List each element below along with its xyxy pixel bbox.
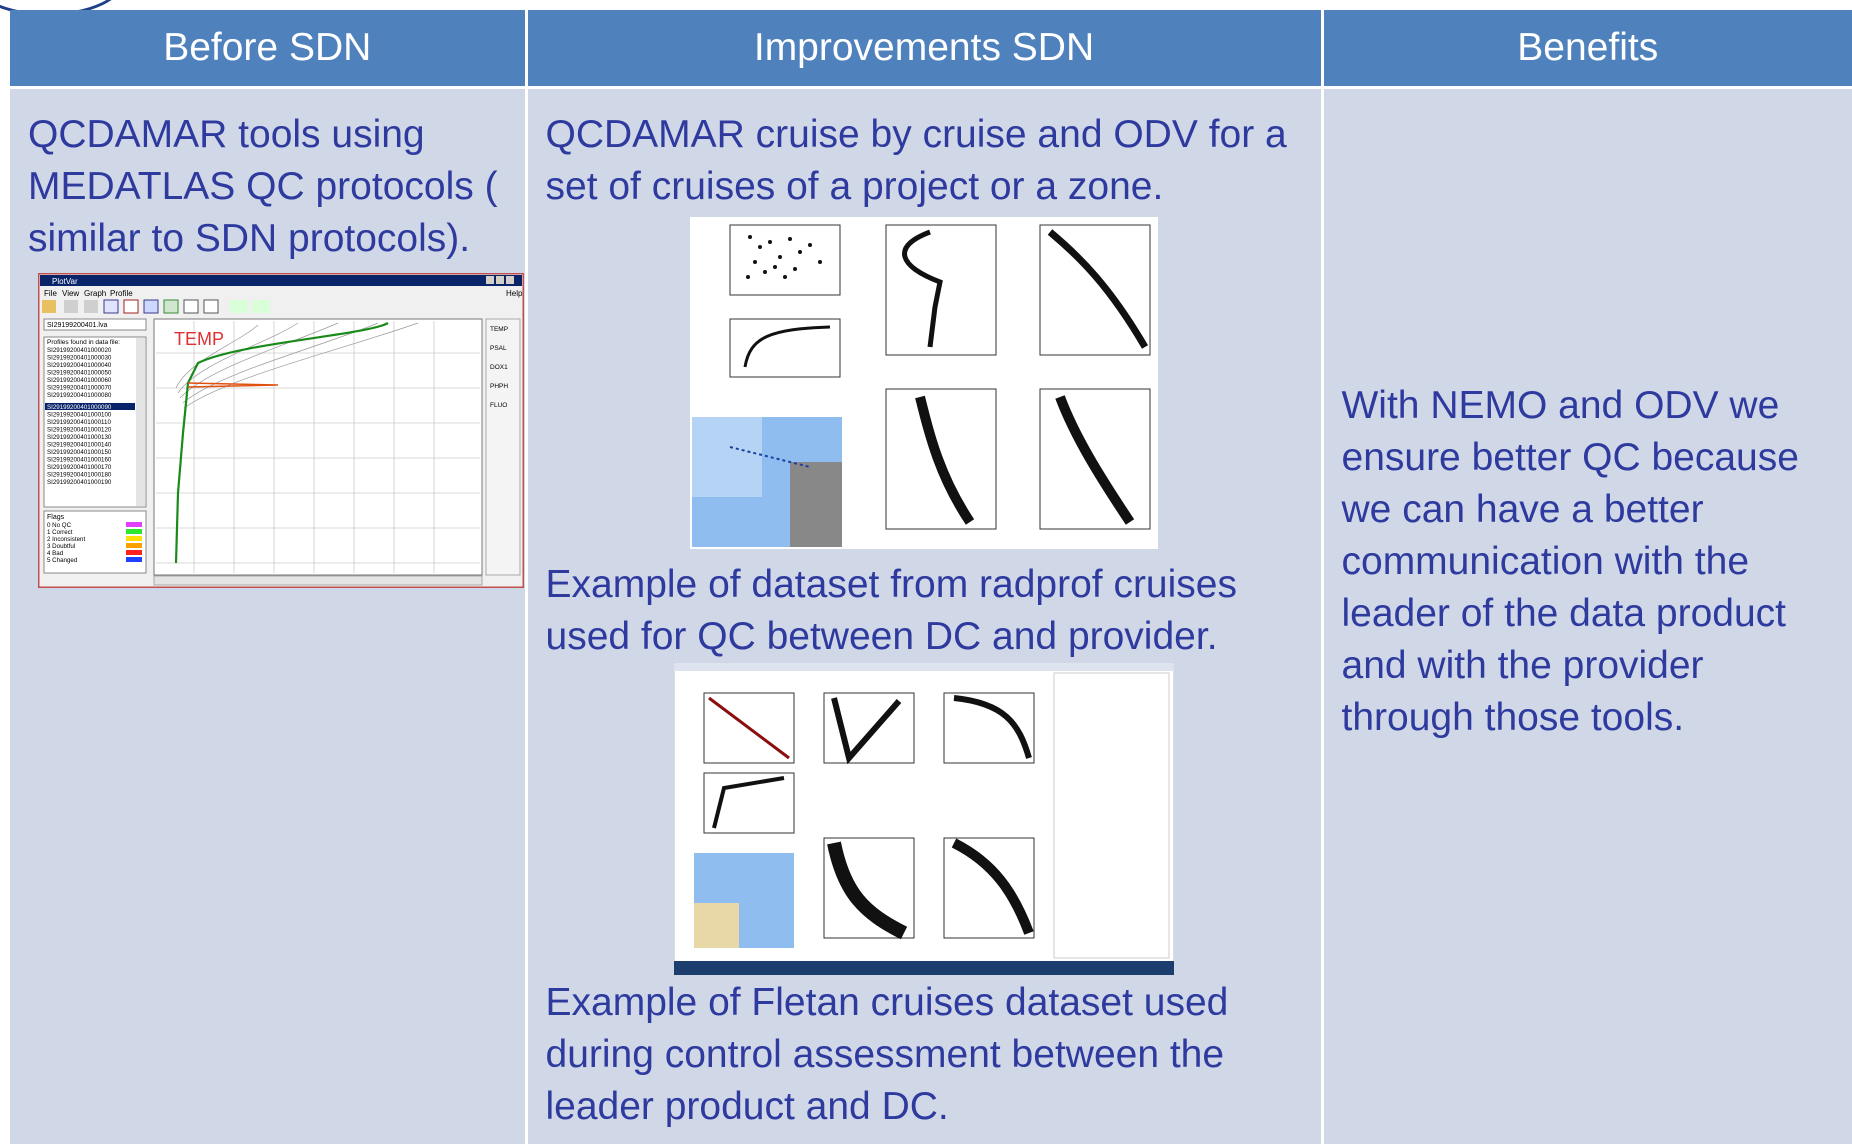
benefits-cell: With NEMO and ODV we ensure better QC be…	[1322, 87, 1852, 1144]
header-row: Before SDN Improvements SDN Benefits	[10, 10, 1852, 89]
improvements-text-1: QCDAMAR cruise by cruise and ODV for a s…	[545, 113, 1287, 208]
list-item[interactable]: SI29199200401000110	[47, 419, 111, 426]
add-icon[interactable]	[230, 300, 248, 313]
tool-icon[interactable]	[84, 300, 98, 313]
header-benefits: Benefits	[1322, 10, 1852, 89]
tool-icon[interactable]	[143, 299, 159, 314]
list-item[interactable]: SI29199200401000090	[47, 404, 112, 411]
minimize-button[interactable]	[486, 276, 494, 284]
maximize-button[interactable]	[496, 276, 504, 284]
param-fluo[interactable]: FLUO	[490, 402, 507, 409]
list-item[interactable]: SI29199200401000060	[47, 377, 112, 384]
list-item[interactable]: SI29199200401000030	[47, 355, 112, 362]
menu-profile[interactable]: Profile	[110, 289, 133, 298]
menu-graph[interactable]: Graph	[84, 289, 106, 298]
chart-icon[interactable]	[123, 299, 139, 314]
plot-label: TEMP	[174, 329, 224, 349]
list-item[interactable]: SI29199200401000140	[47, 442, 112, 449]
list-item[interactable]: SI29199200401000040	[47, 362, 112, 369]
improvements-sdn-cell: QCDAMAR cruise by cruise and ODV for a s…	[526, 87, 1324, 1144]
plot-scrollbar[interactable]	[153, 575, 483, 586]
tool-icon[interactable]	[203, 299, 219, 314]
header-improvements-sdn: Improvements SDN	[526, 10, 1324, 89]
remove-icon[interactable]	[252, 300, 270, 313]
selected-profile-highlight	[45, 403, 135, 410]
before-sdn-text: QCDAMAR tools using MEDATLAS QC protocol…	[28, 113, 498, 260]
profile-plot[interactable]	[153, 318, 483, 576]
flags-panel	[43, 510, 147, 574]
flags-label: Flags	[47, 514, 65, 521]
flag-swatch	[126, 550, 142, 555]
flag-swatch	[126, 529, 142, 534]
list-item[interactable]: SI29199200401000180	[47, 472, 112, 479]
file-name: SI29199200401.lva	[47, 322, 107, 329]
list-item[interactable]: SI29199200401000070	[47, 385, 112, 392]
before-sdn-cell: QCDAMAR tools using MEDATLAS QC protocol…	[10, 87, 528, 1144]
flag-label: 3 Doubtful	[47, 543, 75, 550]
list-item[interactable]: SI29199200401000120	[47, 427, 112, 434]
list-item[interactable]: SI29199200401000100	[47, 412, 112, 419]
header-before-sdn: Before SDN	[10, 10, 528, 89]
close-button[interactable]	[506, 276, 514, 284]
list-item[interactable]: SI29199200401000150	[47, 449, 112, 456]
profile-list[interactable]	[43, 336, 147, 508]
parameter-panel	[485, 318, 521, 576]
param-phph[interactable]: PHPH	[490, 383, 508, 390]
comparison-table: Before SDN Improvements SDN Benefits QCD…	[10, 10, 1852, 1144]
improvements-text-2: Example of dataset from radprof cruises …	[545, 563, 1237, 658]
flag-swatch	[126, 543, 142, 548]
list-item[interactable]: SI29199200401000190	[47, 479, 112, 486]
plotvar-screenshot: PlotVar File View Graph Profile Help	[38, 273, 524, 588]
param-dox1[interactable]: DOX1	[490, 364, 508, 371]
list-item[interactable]: SI29199200401000130	[47, 434, 112, 441]
list-scrollbar[interactable]	[136, 338, 145, 506]
tool-icon[interactable]	[64, 300, 78, 313]
flag-label: 1 Correct	[47, 529, 73, 536]
odv-plots-figure-2	[674, 663, 1174, 975]
profile-list-header: Profiles found in data file:	[47, 339, 120, 346]
improvements-text-3: Example of Fletan cruises dataset used d…	[545, 981, 1229, 1128]
list-item[interactable]: SI29199200401000160	[47, 457, 112, 464]
list-item[interactable]: SI29199200401000020	[47, 347, 112, 354]
menu-file[interactable]: File	[44, 289, 57, 298]
param-psal[interactable]: PSAL	[490, 345, 507, 352]
plotvar-toolbar	[42, 299, 270, 314]
grid-icon[interactable]	[103, 299, 119, 314]
flag-label: 0 No QC	[47, 522, 72, 529]
param-temp[interactable]: TEMP	[490, 326, 508, 333]
flag-label: 5 Changed	[47, 557, 78, 564]
list-item[interactable]: SI29199200401000080	[47, 392, 112, 399]
odv-plots-figure-1	[690, 217, 1158, 549]
flag-swatch	[126, 557, 142, 562]
open-icon[interactable]	[42, 300, 56, 313]
menu-view[interactable]: View	[62, 289, 79, 298]
tool-icon[interactable]	[163, 299, 179, 314]
profile-items: SI29199200401000020 SI29199200401000030 …	[47, 347, 112, 486]
flag-label: 2 Inconsistent	[47, 536, 85, 543]
menu-help[interactable]: Help	[506, 289, 523, 298]
benefits-text: With NEMO and ODV we ensure better QC be…	[1341, 383, 1799, 739]
plotvar-title: PlotVar	[52, 277, 78, 286]
flag-label: 4 Bad	[47, 550, 64, 557]
flag-swatch	[126, 522, 142, 527]
content-row: QCDAMAR tools using MEDATLAS QC protocol…	[10, 87, 1852, 1144]
flag-swatch	[126, 536, 142, 541]
list-item[interactable]: SI29199200401000050	[47, 370, 112, 377]
tool-icon[interactable]	[183, 299, 199, 314]
list-item[interactable]: SI29199200401000170	[47, 464, 112, 471]
